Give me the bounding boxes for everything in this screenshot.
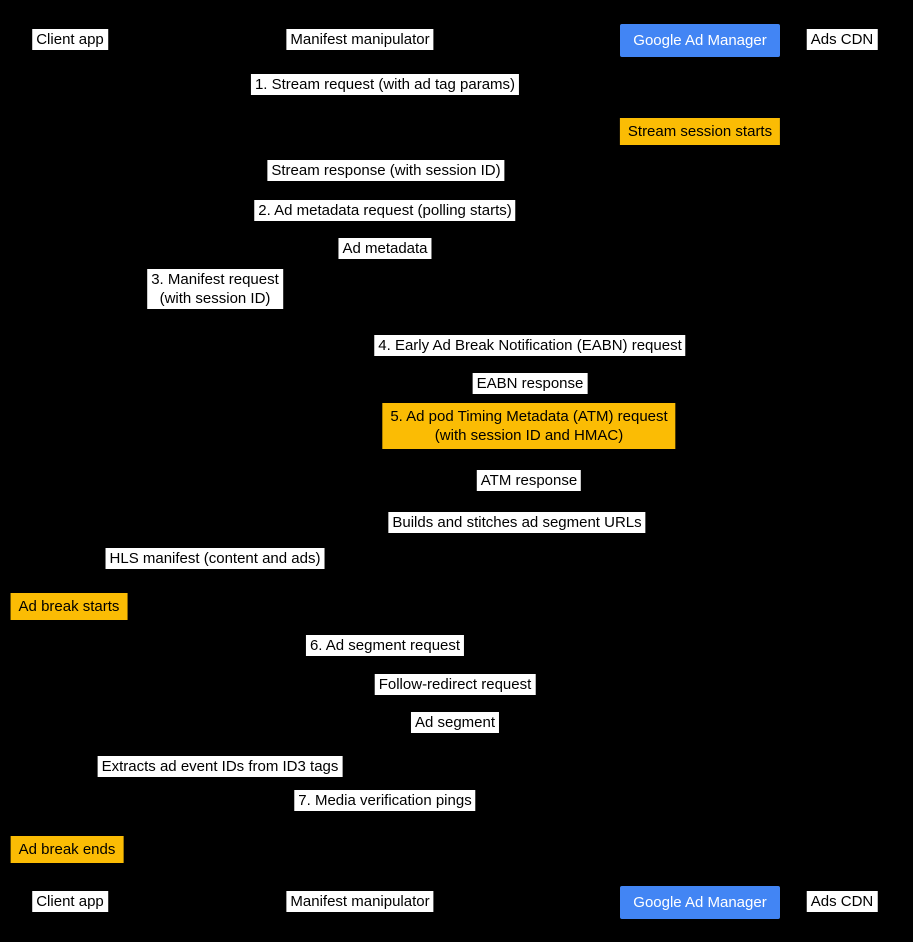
actor-ads-cdn-bottom: Ads CDN bbox=[806, 891, 878, 912]
message-eabn-response: EABN response bbox=[472, 373, 588, 394]
message-atm-response: ATM response bbox=[476, 470, 582, 491]
message-ad-metadata-request: 2. Ad metadata request (polling starts) bbox=[254, 200, 516, 221]
note-stream-session-starts: Stream session starts bbox=[619, 118, 781, 145]
actor-google-ad-manager-top: Google Ad Manager bbox=[620, 24, 780, 57]
message-eabn-request: 4. Early Ad Break Notification (EABN) re… bbox=[374, 335, 686, 356]
message-stream-response: Stream response (with session ID) bbox=[267, 160, 505, 181]
actor-ads-cdn-top: Ads CDN bbox=[806, 29, 878, 50]
actor-manifest-manipulator-top: Manifest manipulator bbox=[286, 29, 434, 50]
note-ad-break-starts: Ad break starts bbox=[10, 593, 128, 620]
actor-manifest-manipulator-bottom: Manifest manipulator bbox=[286, 891, 434, 912]
message-manifest-request: 3. Manifest request (with session ID) bbox=[147, 269, 283, 309]
note-atm-request: 5. Ad pod Timing Metadata (ATM) request … bbox=[382, 403, 676, 449]
actor-client-app-top: Client app bbox=[32, 29, 108, 50]
message-builds-and-stitches: Builds and stitches ad segment URLs bbox=[388, 512, 646, 533]
message-follow-redirect-request: Follow-redirect request bbox=[374, 674, 536, 695]
message-hls-manifest: HLS manifest (content and ads) bbox=[105, 548, 325, 569]
message-extracts-ids: Extracts ad event IDs from ID3 tags bbox=[97, 756, 343, 777]
actor-client-app-bottom: Client app bbox=[32, 891, 108, 912]
note-ad-break-ends: Ad break ends bbox=[10, 836, 124, 863]
message-ad-segment: Ad segment bbox=[410, 712, 500, 733]
message-ad-metadata: Ad metadata bbox=[338, 238, 432, 259]
actor-google-ad-manager-bottom: Google Ad Manager bbox=[620, 886, 780, 919]
message-media-verification-pings: 7. Media verification pings bbox=[294, 790, 476, 811]
message-ad-segment-request: 6. Ad segment request bbox=[305, 635, 465, 656]
message-stream-request: 1. Stream request (with ad tag params) bbox=[250, 74, 520, 95]
